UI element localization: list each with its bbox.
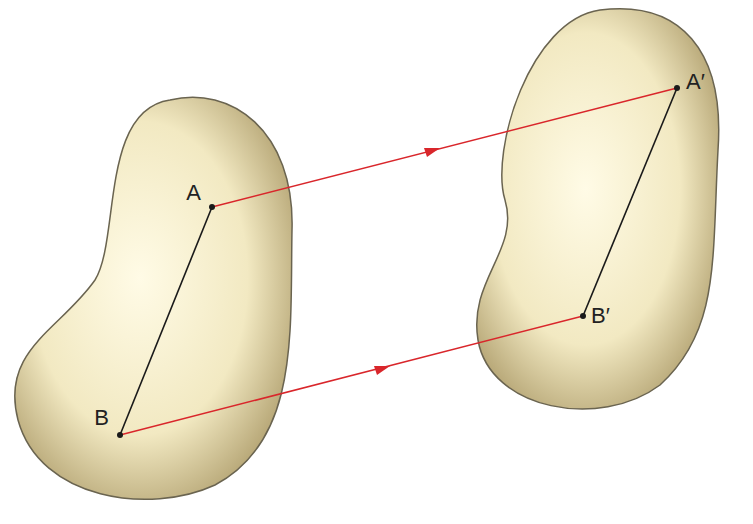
- segment-ab: [120, 207, 212, 435]
- segment-a-b-prime: [583, 88, 677, 316]
- point-label: B′: [591, 305, 610, 327]
- original-shape: [15, 97, 292, 499]
- point-label: A′: [686, 71, 705, 93]
- point: [580, 313, 586, 319]
- point: [117, 432, 123, 438]
- translation-vector: [120, 316, 583, 435]
- translation-vector: [212, 88, 677, 207]
- point-label: B: [94, 407, 109, 429]
- point-label: A: [186, 182, 201, 204]
- translated-shape: [477, 9, 719, 409]
- point: [674, 85, 680, 91]
- point: [209, 204, 215, 210]
- arrowhead: [424, 148, 440, 157]
- arrowhead: [374, 366, 390, 375]
